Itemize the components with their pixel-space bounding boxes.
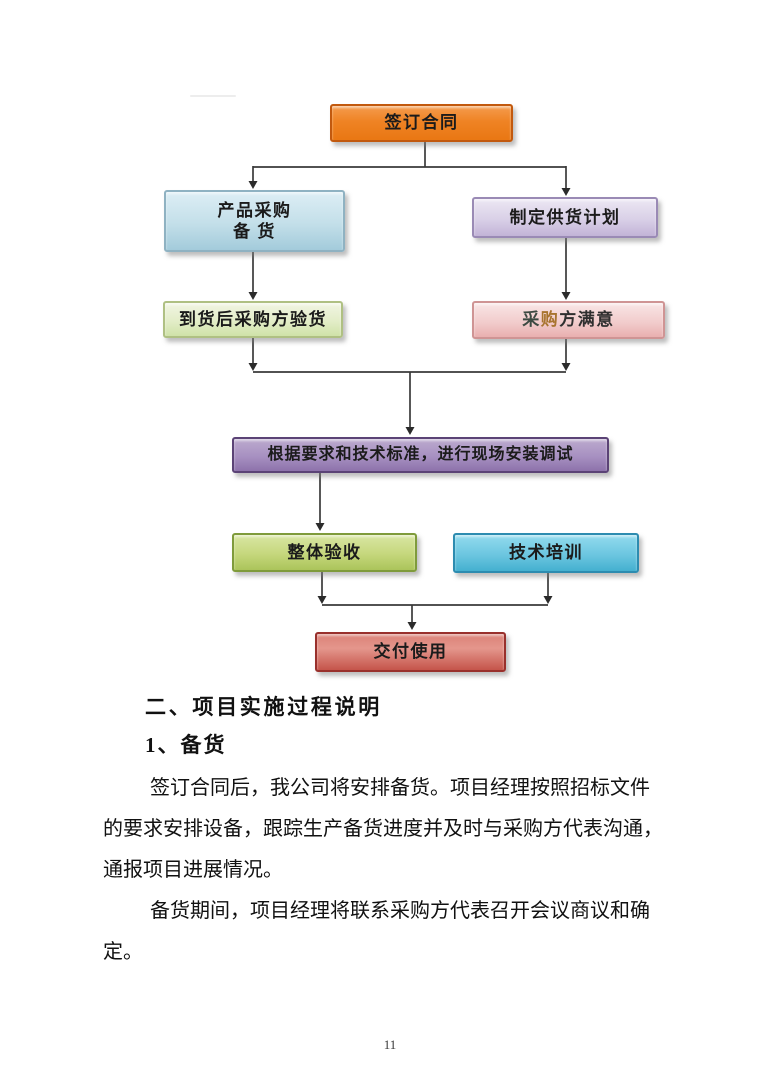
flowchart-node-inspection: 到货后采购方验货 [163, 301, 343, 338]
paragraph1-line3: 通报项目进展情况。 [103, 859, 283, 881]
flowchart-node-delivery: 交付使用 [315, 632, 506, 672]
page-number: 11 [383, 1037, 397, 1052]
arrow-down-icon [248, 363, 258, 371]
arrowhead-icons [248, 181, 571, 630]
arrow-down-icon [405, 427, 415, 435]
paragraph1-line1: 签订合同后，我公司将安排备货。项目经理按照招标文件 [150, 777, 650, 799]
section-heading: 二、项目实施过程说明 [145, 695, 382, 719]
scan-artifact [190, 95, 236, 97]
node-label: 到货后采购方验货 [179, 309, 327, 329]
node-label: 签订合同 [384, 113, 459, 133]
body-text: 签订合同后，我公司将安排备货。项目经理按照招标文件 的要求安排设备，跟踪生产备货… [103, 768, 665, 973]
connector-lines [252, 142, 567, 623]
subsection-heading: 1、备货 [145, 733, 227, 757]
paragraph2-line1: 备货期间，项目经理将联系采购方代表召开会议商议和确 [150, 900, 650, 922]
node-label-line2: 备 货 [233, 222, 276, 241]
flowchart-node-sign-contract: 签订合同 [330, 104, 513, 142]
node-label-line1: 产品采购 [217, 200, 292, 220]
flowchart-node-onsite-install: 根据要求和技术标准，进行现场安装调试 [232, 437, 609, 473]
flowchart-connectors [248, 142, 571, 630]
node-label: 技术培训 [509, 543, 583, 563]
flowchart-node-purchaser-satisfied: 采购方满意 [472, 301, 665, 339]
arrow-down-icon [315, 523, 325, 531]
arrow-down-icon [248, 292, 258, 300]
node-label-part3: 方满意 [559, 310, 615, 330]
arrow-down-icon [561, 363, 571, 371]
arrow-down-icon [561, 188, 571, 196]
node-label: 制定供货计划 [509, 207, 621, 227]
node-label: 根据要求和技术标准，进行现场安装调试 [267, 446, 574, 463]
paragraph2-line2: 定。 [103, 941, 143, 963]
node-label-part2: 购 [540, 310, 560, 330]
arrow-down-icon [317, 596, 327, 604]
flowchart-node-supply-plan: 制定供货计划 [472, 197, 658, 238]
flowchart-node-technical-training: 技术培训 [453, 533, 639, 573]
flowchart: 签订合同 产品采购 备 货 制定供货计划 到货后采购方验货 采购方满意 根据要求… [163, 104, 665, 672]
flowchart-node-overall-acceptance: 整体验收 [232, 533, 417, 572]
node-label: 整体验收 [287, 542, 362, 562]
node-label: 交付使用 [373, 642, 448, 662]
paragraph1-line2: 的要求安排设备，跟踪生产备货进度并及时与采购方代表沟通， [103, 818, 663, 840]
arrow-down-icon [248, 181, 258, 189]
arrow-down-icon [543, 596, 553, 604]
node-label-part1: 采 [522, 310, 541, 330]
flowchart-node-procurement: 产品采购 备 货 [164, 190, 345, 252]
arrow-down-icon [561, 292, 571, 300]
arrow-down-icon [407, 622, 417, 630]
